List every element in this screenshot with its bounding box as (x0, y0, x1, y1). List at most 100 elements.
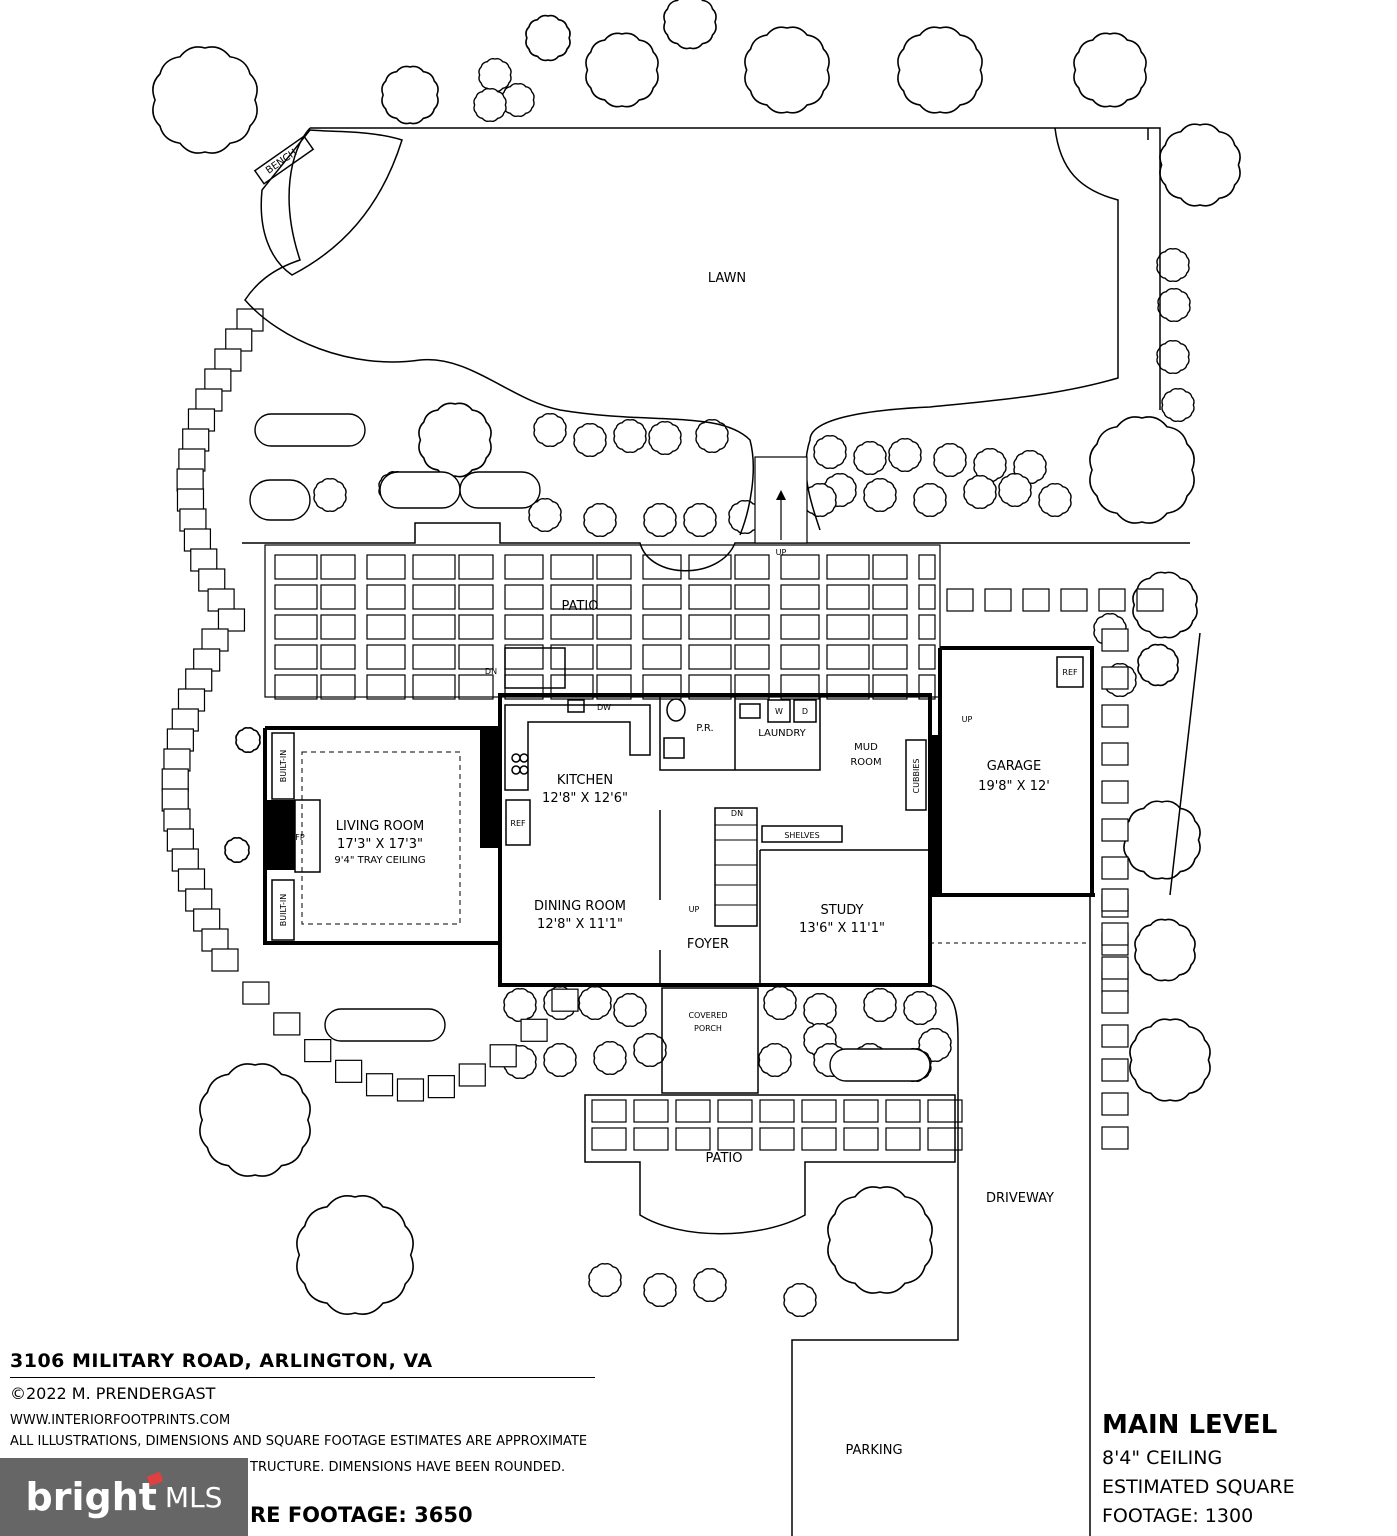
patio-dn-label: DN (485, 667, 497, 676)
stepping-stone (242, 981, 270, 1005)
patio-flagstone (412, 644, 456, 670)
foyer-name: FOYER (687, 937, 729, 952)
stepping-stone (163, 808, 191, 832)
patio-flagstone (550, 644, 594, 670)
interior-stairs (714, 807, 758, 927)
patio-flagstone (780, 554, 820, 580)
rear-patio-outline (242, 522, 1190, 572)
front-patio-label: PATIO (706, 1151, 743, 1166)
cubbies (905, 739, 927, 811)
stair-down-label: DN (731, 809, 743, 818)
mud-room-name-1: MUD (854, 742, 878, 753)
stepping-stone (1101, 1126, 1129, 1150)
stepping-stone (177, 868, 206, 892)
lawn-label: LAWN (708, 271, 746, 286)
shrub-icon (613, 992, 647, 1028)
patio-flagstone (412, 674, 456, 700)
stepping-stone (190, 548, 218, 572)
stepping-stone (1101, 888, 1129, 912)
study-name: STUDY (821, 903, 864, 918)
bench (253, 135, 315, 185)
cubbies-label: CUBBIES (912, 759, 921, 794)
stepping-stone (520, 1018, 548, 1042)
stepping-stone (551, 988, 579, 1012)
hedge-icon (324, 1008, 446, 1042)
shrub-icon (998, 472, 1032, 508)
patio-flagstone (872, 644, 908, 670)
tree-icon (1159, 123, 1241, 207)
bright-mls-badge: bright MLS (0, 1458, 248, 1536)
patio-flagstone (759, 1099, 795, 1123)
stepping-stone (1101, 780, 1129, 804)
driveway-outline (791, 895, 1091, 1536)
tree-icon (1134, 918, 1196, 982)
dryer-label: D (802, 707, 808, 716)
shrubs-layer (249, 57, 1195, 1318)
stepping-stone (225, 328, 253, 352)
covered-porch-label-2: PORCH (694, 1024, 722, 1033)
property-address: 3106 MILITARY ROAD, ARLINGTON, VA (10, 1350, 433, 1372)
website: WWW.INTERIORFOOTPRINTS.COM (10, 1413, 231, 1428)
fireplace-hearth (294, 799, 321, 873)
shrub-icon (728, 499, 762, 535)
tree-icon (827, 1186, 933, 1294)
stepping-stone (176, 488, 205, 512)
tree-icon (152, 46, 258, 154)
kitchen-dims: 12'8" X 12'6" (542, 791, 628, 806)
shrub-icon (683, 502, 717, 538)
kitchen-counter (504, 699, 651, 846)
tree-icon (525, 14, 571, 62)
side-fence (1169, 632, 1201, 896)
kitchen-name: KITCHEN (557, 773, 613, 788)
stepping-stone (217, 608, 246, 632)
patio-flagstone (826, 554, 870, 580)
patio-flagstone (320, 614, 356, 640)
patio-flagstone (366, 614, 406, 640)
stepping-stone (1101, 922, 1129, 946)
stepping-stone (183, 528, 212, 552)
tree-icon (418, 402, 492, 478)
stepping-stone (171, 708, 199, 732)
patio-flagstone (801, 1127, 837, 1151)
patio-flagstone (927, 1127, 963, 1151)
stepping-stone (161, 768, 189, 792)
garage-ref (1056, 656, 1084, 688)
up-lawn-label: UP (776, 548, 787, 557)
patio-flagstone (843, 1127, 879, 1151)
level-title: MAIN LEVEL (1102, 1410, 1278, 1440)
patio-flagstone (412, 614, 456, 640)
stepping-stone (211, 948, 239, 972)
patio-flagstone (274, 674, 318, 700)
tree-icon (235, 726, 261, 754)
patio-flagstone (675, 1127, 711, 1151)
patio-flagstone (320, 554, 356, 580)
stepping-stone (396, 1078, 425, 1102)
stepping-stone (195, 388, 223, 412)
patio-flagstone (885, 1099, 921, 1123)
shrub-icon (633, 1032, 667, 1068)
stepping-stone (489, 1044, 517, 1068)
patio-flagstone (633, 1099, 669, 1123)
patio-flagstone (412, 554, 456, 580)
patio-flagstone (872, 614, 908, 640)
shrub-icon (863, 987, 897, 1023)
stepping-stone (365, 1073, 394, 1097)
shrub-icon (588, 1262, 622, 1298)
stepping-stone (1101, 818, 1129, 842)
stepping-stone (427, 1075, 455, 1099)
total-square-footage: RE FOOTAGE: 3650 (250, 1503, 473, 1527)
tree-icon (1123, 800, 1201, 880)
tree-icon (381, 65, 439, 125)
powder-room-name: P.R. (696, 723, 713, 734)
patio-flagstone (780, 614, 820, 640)
shrub-icon (763, 985, 797, 1021)
patio-flagstone (504, 554, 544, 580)
stepping-stone (1101, 666, 1129, 690)
kitchen-ref-label: REF (510, 819, 526, 828)
patio-flagstone (642, 644, 682, 670)
patio-flagstone (504, 614, 544, 640)
badge-logo-suffix: MLS (164, 1480, 223, 1514)
tree-icon (897, 26, 983, 114)
patio-flagstone (366, 554, 406, 580)
patio-flagstone (734, 644, 770, 670)
